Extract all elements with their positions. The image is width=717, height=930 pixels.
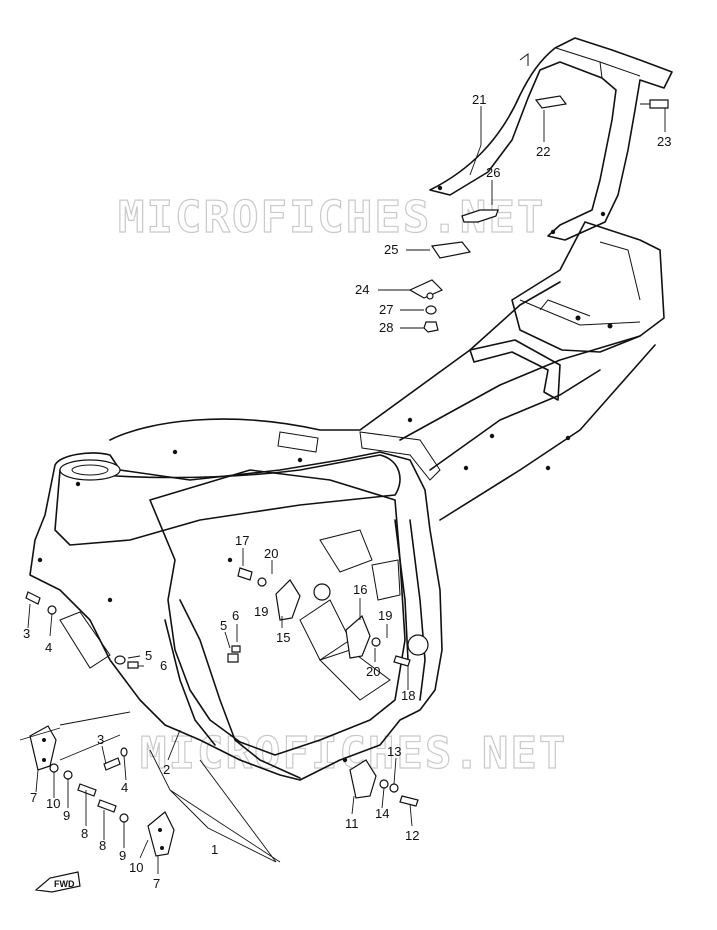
- callout-4-upper: 4: [45, 640, 52, 655]
- callout-9-right: 9: [119, 848, 126, 863]
- callout-23: 23: [657, 134, 671, 149]
- callout-11: 11: [345, 816, 359, 831]
- callout-10-left: 10: [46, 796, 60, 811]
- callout-4-lower: 4: [121, 780, 128, 795]
- callout-19-right: 19: [378, 608, 392, 623]
- callout-15: 15: [276, 630, 290, 645]
- seat-rail-assembly: [429, 37, 673, 241]
- callout-20-bottom: 20: [366, 664, 380, 679]
- callout-1: 1: [211, 842, 218, 857]
- callout-12: 12: [405, 828, 419, 843]
- callout-19-left: 19: [254, 604, 268, 619]
- callout-6-lower: 6: [160, 658, 167, 673]
- callout-8-left: 8: [81, 826, 88, 841]
- callout-3-upper: 3: [23, 626, 30, 641]
- callout-17: 17: [235, 533, 249, 548]
- callout-7-left: 7: [30, 790, 37, 805]
- callout-21: 21: [472, 92, 486, 107]
- leader-lines: [19, 106, 666, 874]
- callout-9-left: 9: [63, 808, 70, 823]
- callout-27: 27: [379, 302, 393, 317]
- callout-20-top: 20: [264, 546, 278, 561]
- callout-5-lower: 5: [145, 648, 152, 663]
- callout-24: 24: [355, 282, 369, 297]
- callout-22: 22: [536, 144, 550, 159]
- forward-arrow-icon: FWD: [34, 871, 81, 893]
- callout-7-right: 7: [153, 876, 160, 891]
- callout-26: 26: [486, 165, 500, 180]
- main-frame-body: [29, 221, 665, 781]
- callout-28: 28: [379, 320, 393, 335]
- callout-2: 2: [163, 762, 170, 777]
- callout-18: 18: [401, 688, 415, 703]
- callout-5-upper: 5: [220, 618, 227, 633]
- callout-labels: 21 22 23 26 25 24 27 28 17 20 19 15 16 1…: [23, 92, 671, 891]
- callout-13: 13: [387, 744, 401, 759]
- fwd-label: FWD: [54, 879, 75, 889]
- callout-25: 25: [384, 242, 398, 257]
- callout-14: 14: [375, 806, 389, 821]
- bracket-parts-left: [25, 567, 419, 857]
- callout-16: 16: [353, 582, 367, 597]
- callout-3-lower: 3: [97, 732, 104, 747]
- callout-8-right: 8: [99, 838, 106, 853]
- callout-10-right: 10: [129, 860, 143, 875]
- small-parts-stack: [408, 209, 499, 333]
- callout-6-upper: 6: [232, 608, 239, 623]
